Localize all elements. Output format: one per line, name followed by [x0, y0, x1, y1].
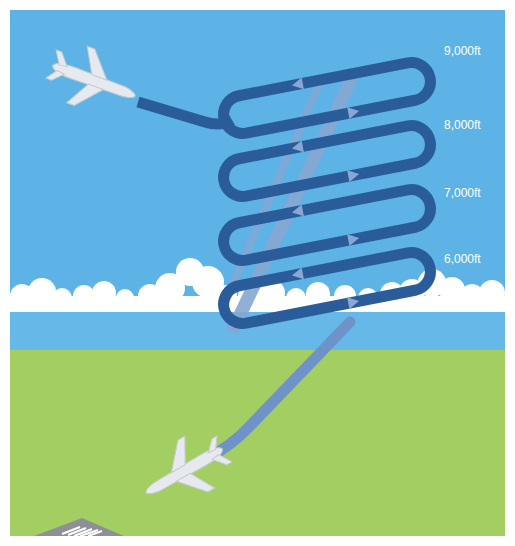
- altitude-label: 8,000ft: [444, 118, 481, 132]
- altitude-label: 7,000ft: [444, 186, 481, 200]
- ground: [10, 350, 505, 536]
- altitude-label: 6,000ft: [444, 252, 481, 266]
- holding-track: [138, 59, 434, 458]
- altitude-label: 9,000ft: [444, 44, 481, 58]
- airplane-bottom: [131, 422, 239, 519]
- runway: [34, 518, 124, 536]
- sky: [10, 10, 505, 350]
- airplane-top: [40, 37, 145, 124]
